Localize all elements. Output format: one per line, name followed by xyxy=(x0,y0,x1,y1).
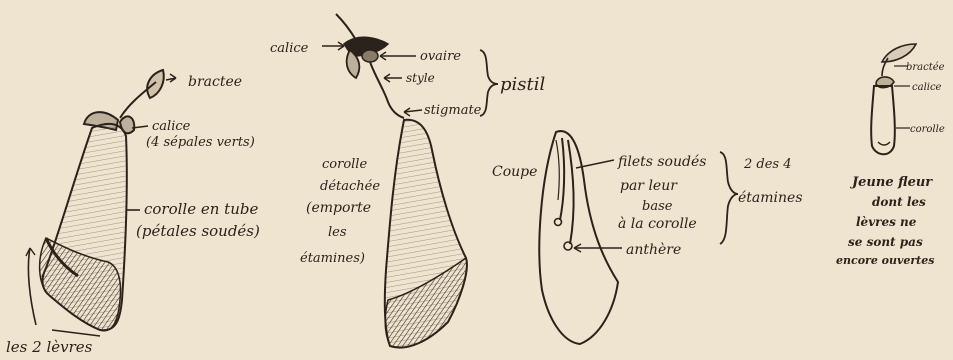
caption-young-2: dont les xyxy=(872,195,926,209)
label-corolle-detachee-2: détachée xyxy=(320,179,380,194)
anther-2 xyxy=(564,242,572,250)
label-anthere: anthère xyxy=(626,242,681,258)
label-stigmate: stigmate xyxy=(424,103,482,118)
label-etamines-1: 2 des 4 xyxy=(743,157,792,172)
label-sepales: (4 sépales verts) xyxy=(146,135,255,150)
young-corolla xyxy=(871,86,895,154)
flower-stalk xyxy=(120,82,156,118)
label-petales-soudes: (pétales soudés) xyxy=(136,222,260,240)
label-filets-1: filets soudés xyxy=(617,154,706,170)
figure-detached-corolla: corolle détachée (emporte les étamines) xyxy=(300,120,467,348)
label-filets-3: base xyxy=(642,199,673,214)
label-les-2-levres: les 2 lèvres xyxy=(6,338,93,356)
label-corolle-detachee-3: (emporte xyxy=(306,200,371,216)
figure-pistil: calice ovaire style stigmate pistil xyxy=(270,14,546,118)
bract-shape xyxy=(147,70,164,98)
label-style: style xyxy=(406,71,435,85)
label-pistil: pistil xyxy=(500,74,546,95)
label-calice: calice xyxy=(152,119,191,134)
label-etamines-2: étamines xyxy=(738,190,803,206)
filament-1 xyxy=(560,138,564,220)
label-calice-2: calice xyxy=(270,41,309,56)
figure-young-flower: bractée calice corolle Jeune fleur dont … xyxy=(836,44,945,267)
filament-2 xyxy=(568,140,574,244)
anther-1 xyxy=(555,219,562,226)
section-outline xyxy=(539,131,618,344)
label-corolle-detachee-1: corolle xyxy=(322,157,367,172)
caption-young-4: se sont pas xyxy=(848,235,923,249)
style-shape xyxy=(370,62,404,118)
caption-young-1: Jeune fleur xyxy=(849,175,933,190)
label-corolle-young: corolle xyxy=(910,124,945,135)
caption-young-5: encore ouvertes xyxy=(836,254,934,267)
label-filets-4: à la corolle xyxy=(618,216,697,232)
label-bractee: bractee xyxy=(188,74,242,90)
label-calice-young: calice xyxy=(912,82,942,93)
caption-young-3: lèvres ne xyxy=(856,215,917,229)
figure-section: Coupe filets soudés par leur base à la c… xyxy=(492,131,803,344)
label-ovaire: ovaire xyxy=(420,49,461,64)
figure-whole-flower: bractee calice (4 sépales verts) corolle… xyxy=(6,70,260,356)
label-filets-2: par leur xyxy=(620,178,678,194)
label-bractee-young: bractée xyxy=(906,62,945,73)
label-corolle-detachee-4: les xyxy=(328,225,347,240)
label-corolle-detachee-5: étamines) xyxy=(300,251,365,266)
label-corolle-tube: corolle en tube xyxy=(144,200,258,218)
ovary-shape xyxy=(362,50,378,62)
label-coupe: Coupe xyxy=(492,164,537,180)
